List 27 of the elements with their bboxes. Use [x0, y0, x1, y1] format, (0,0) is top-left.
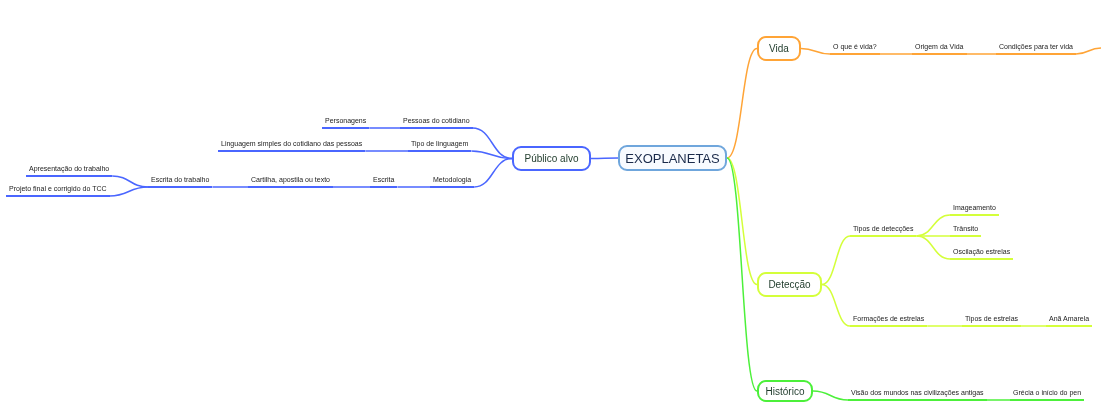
branch-line [590, 157, 619, 160]
central-topic: EXOPLANETAS [618, 145, 727, 171]
branch-line [211, 186, 249, 188]
branch-line [108, 186, 149, 197]
branch-topic: Vida [757, 36, 801, 61]
branch-line [396, 186, 431, 188]
branch-line [965, 53, 997, 55]
branch-line [1020, 325, 1047, 327]
branch-topic: Detecção [757, 272, 822, 297]
branch-line [364, 150, 409, 152]
branch-line [473, 157, 513, 188]
branch-line [726, 47, 758, 159]
branch-line [1075, 47, 1102, 55]
branch-line [332, 186, 371, 188]
branch-line [878, 53, 913, 55]
branch-topic: Público alvo [512, 146, 591, 171]
branch-line [821, 235, 851, 286]
branch-line [800, 47, 831, 55]
branch-line [985, 399, 1011, 401]
branch-line [821, 283, 851, 327]
branch-line [368, 127, 401, 129]
branch-line [915, 235, 951, 260]
branch-line [726, 157, 758, 392]
branch-topic: Histórico [757, 380, 813, 402]
branch-line [926, 325, 963, 327]
branch-line [812, 390, 849, 401]
branch-line [726, 157, 758, 286]
